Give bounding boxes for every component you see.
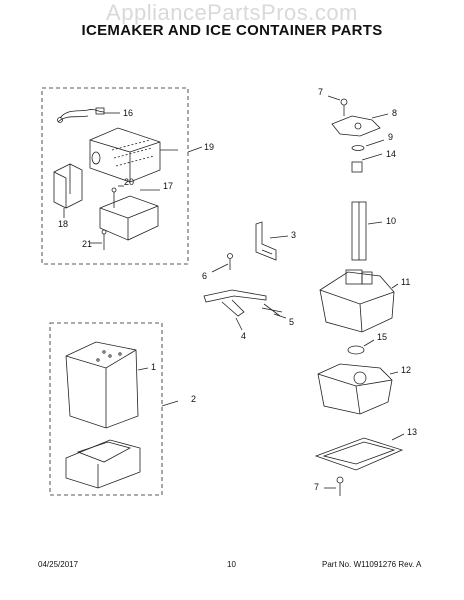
- spring-part: [261, 303, 283, 317]
- container-base-part: [65, 439, 141, 489]
- callout-18: 18: [58, 219, 69, 229]
- ice-container-box: [49, 322, 163, 496]
- callout-8: 8: [392, 108, 398, 118]
- callout-15: 15: [377, 332, 388, 342]
- bearing-plate-part: [331, 115, 381, 137]
- motor-part: [317, 363, 393, 415]
- callout-11: 11: [401, 277, 411, 287]
- auger-shaft-part: [351, 201, 367, 261]
- lever-part: [203, 289, 267, 317]
- callout-7-bottom: 7: [314, 482, 320, 492]
- clip-part: [255, 221, 277, 261]
- wire-harness-part: [57, 107, 105, 123]
- auger-housing-part: [319, 269, 395, 333]
- icemaker-part: [89, 127, 161, 183]
- footer-date: 04/25/2017: [38, 560, 79, 569]
- icemaker-assembly-box: [41, 87, 189, 265]
- callout-6: 6: [202, 271, 208, 281]
- screw-7-bottom: [336, 476, 344, 496]
- ice-container-part: [65, 341, 139, 429]
- mounting-bracket-part: [99, 195, 159, 241]
- callout-16: 16: [123, 108, 134, 118]
- callout-9: 9: [388, 132, 394, 142]
- callout-2: 2: [191, 394, 197, 404]
- callout-21: 21: [82, 239, 93, 249]
- screw-7-top: [340, 98, 348, 116]
- watermark: AppliancePartsPros.com: [106, 0, 358, 25]
- callout-17: 17: [163, 181, 174, 191]
- page-title: ICEMAKER AND ICE CONTAINER PARTS: [81, 22, 383, 39]
- washer-part: [351, 145, 365, 151]
- callout-13: 13: [407, 427, 418, 437]
- callout-20: 20: [124, 177, 135, 187]
- gasket-disc-part: [347, 345, 365, 355]
- callout-14: 14: [386, 149, 397, 159]
- bushing-part: [351, 161, 363, 173]
- footer-part-number: Part No. W11091276 Rev. A: [322, 560, 422, 569]
- callout-5: 5: [289, 317, 295, 327]
- callout-12: 12: [401, 365, 412, 375]
- callout-1: 1: [151, 362, 157, 372]
- gasket-frame-part: [314, 437, 404, 471]
- callout-7-top: 7: [318, 87, 324, 97]
- callout-19: 19: [204, 142, 215, 152]
- callout-3: 3: [291, 230, 297, 240]
- callout-4: 4: [241, 331, 247, 341]
- callout-10: 10: [386, 216, 397, 226]
- footer-page-number: 10: [227, 560, 236, 569]
- screw-6: [227, 253, 233, 270]
- housing-part: [53, 163, 83, 209]
